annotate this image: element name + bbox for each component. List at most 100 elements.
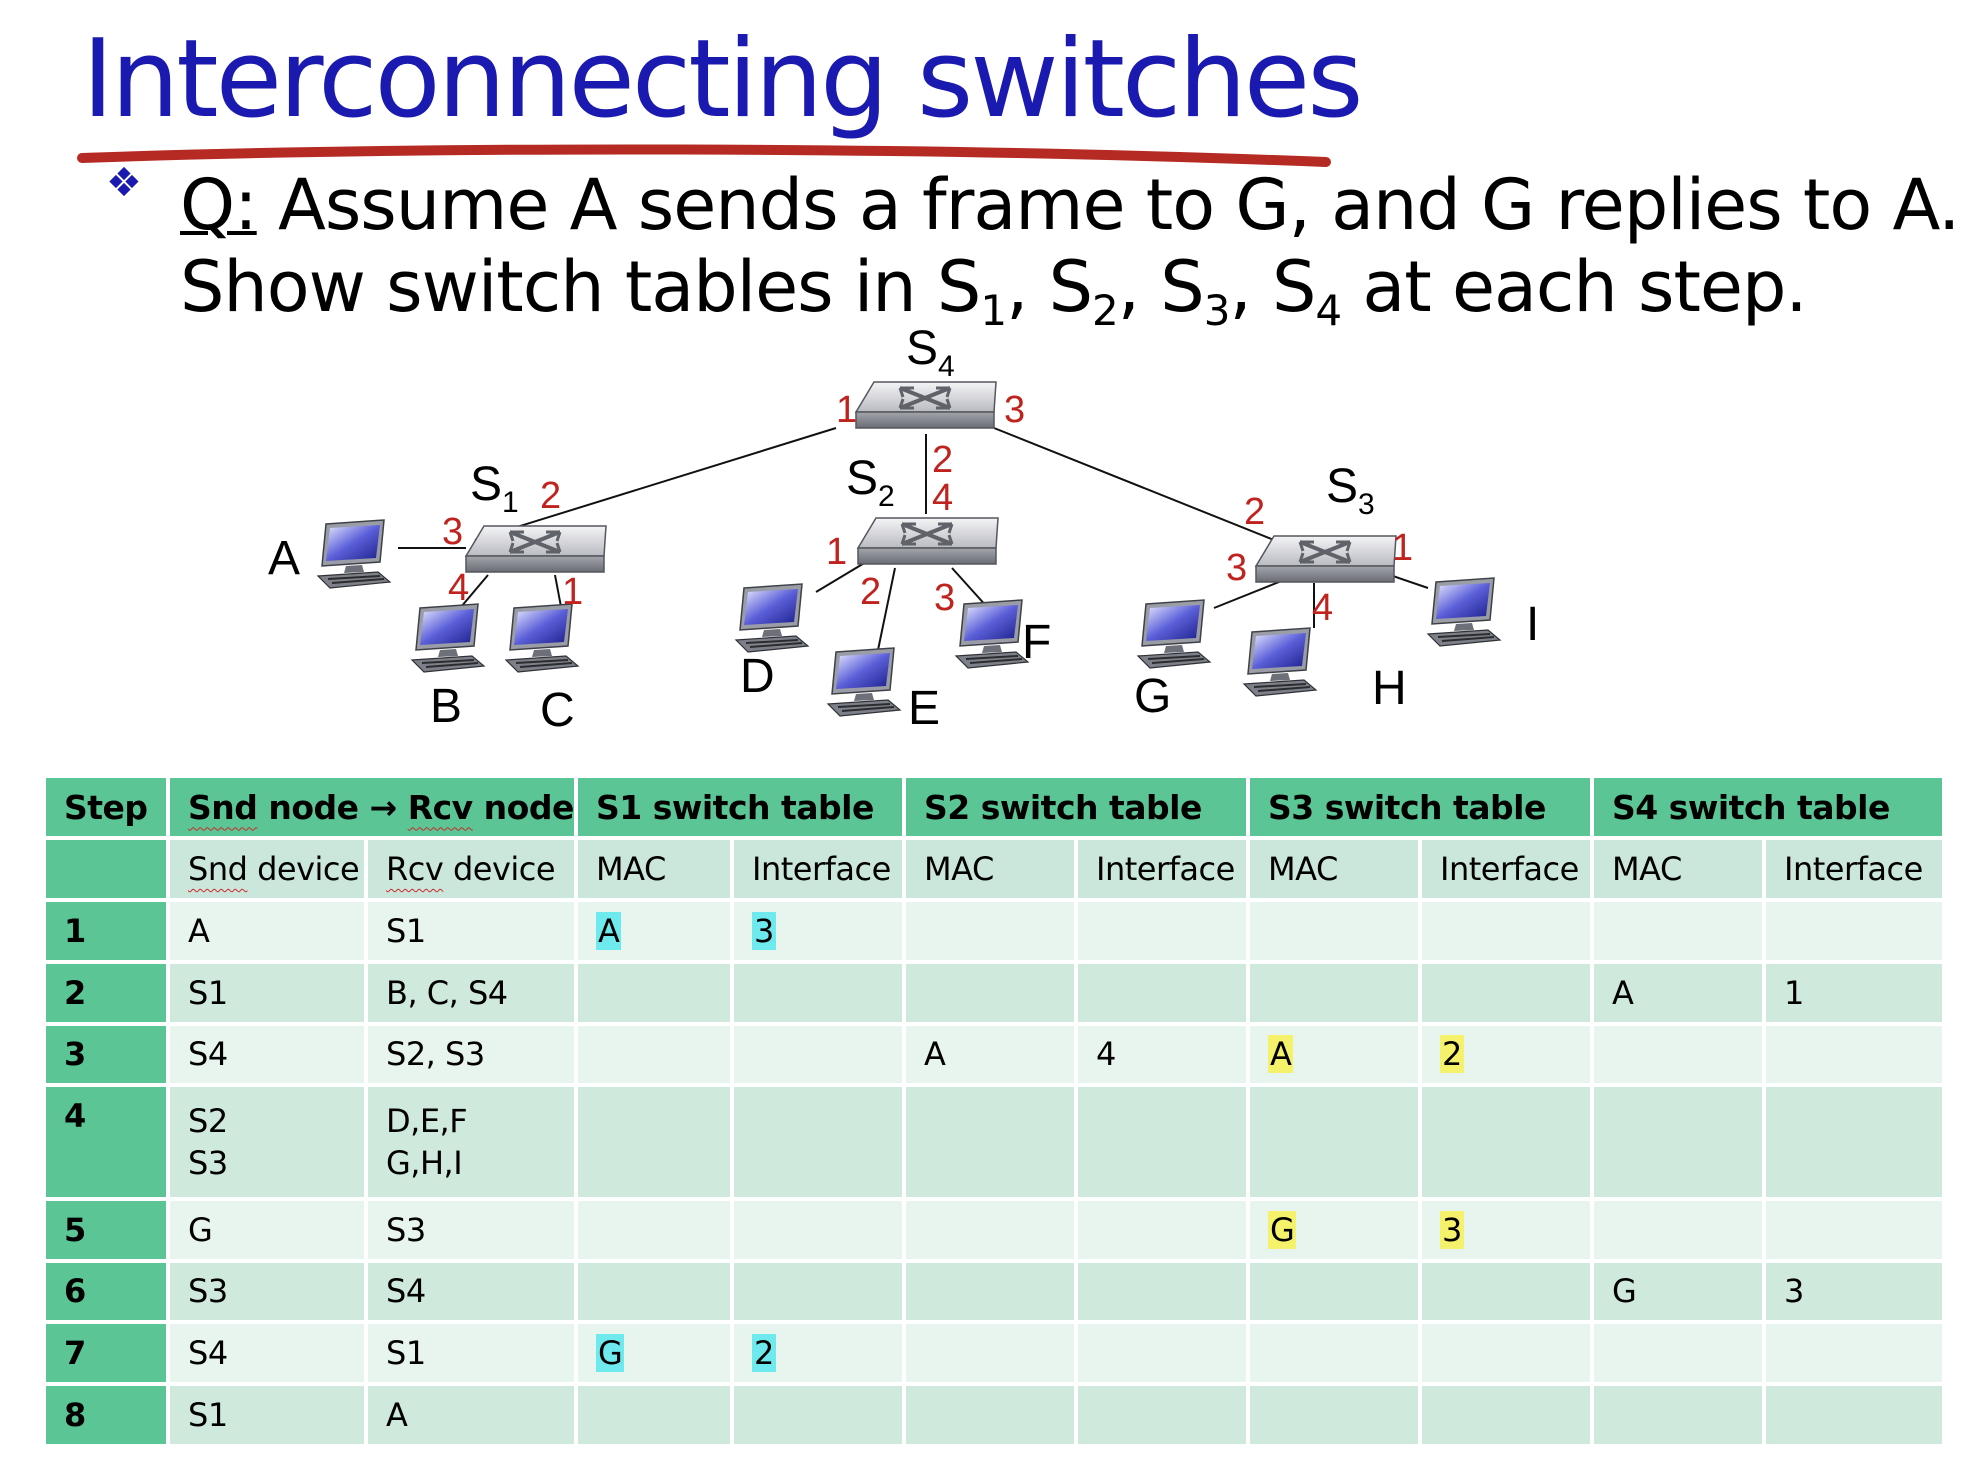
title-underline — [77, 144, 1331, 167]
network-diagram: S4 S1 S2 S3 1 3 2 4 2 3 4 1 1 2 3 2 3 1 … — [268, 322, 1539, 737]
snd-device-cell: S4 — [166, 1320, 368, 1387]
s1-interface-cell — [730, 1083, 907, 1201]
s3-interface-cell — [1418, 1258, 1595, 1325]
s1-mac-highlight: G — [596, 1334, 625, 1373]
host-g-icon — [1137, 599, 1211, 669]
host-i-icon — [1427, 577, 1501, 647]
header-rcv-tail: node — [472, 787, 575, 827]
switch-s1-icon — [464, 524, 608, 574]
question-line-1: Q: Assume A sends a frame to G, and G re… — [180, 164, 1960, 246]
subheader-s4-interface: Interface — [1762, 836, 1947, 902]
s1-interface-cell: 3 — [730, 898, 907, 964]
rcv-device-cell: S1 — [363, 898, 579, 964]
subheader-s4-mac: MAC — [1590, 836, 1767, 902]
subheader-rcv-device: Rcv device — [363, 836, 579, 902]
header-s2-switch-table: S2 switch table — [902, 774, 1251, 840]
s4-mac-cell — [1590, 1196, 1767, 1263]
switch-s2-icon — [856, 516, 1000, 566]
port-s1-2: 2 — [540, 475, 561, 517]
s4-mac-cell — [1590, 1320, 1767, 1387]
s1-mac-cell — [574, 1382, 735, 1448]
host-b-icon — [411, 603, 485, 673]
s1-interface-highlight: 2 — [752, 1334, 776, 1373]
switch-s4-icon — [854, 380, 998, 430]
header-snd-rcv-node: Snd node → Rcv node — [165, 774, 579, 840]
host-b-label: B — [430, 680, 462, 733]
switch-s3-icon — [1254, 534, 1398, 584]
header-rcv-word: Rcv — [407, 787, 473, 827]
s3-mac-highlight: A — [1268, 1035, 1294, 1074]
bullet-icon: ❖ — [106, 161, 142, 205]
snd-device-cell: S1 — [166, 959, 368, 1026]
host-c-icon — [505, 603, 579, 673]
s2-mac-cell — [902, 1382, 1079, 1448]
s3-mac-cell — [1246, 1083, 1423, 1201]
s4-interface-cell — [1762, 898, 1947, 964]
question-text: Q: Assume A sends a frame to G, and G re… — [180, 164, 1960, 332]
subheader-snd-tail: device — [247, 850, 360, 888]
s1-mac-cell — [574, 1196, 735, 1263]
s1-mac-cell — [574, 1083, 735, 1201]
s3-interface-cell — [1418, 959, 1595, 1026]
s4-interface-cell — [1762, 1320, 1947, 1387]
header-gap — [397, 788, 408, 827]
step-number: 7 — [42, 1320, 170, 1387]
arrow-right-icon: → — [369, 787, 398, 827]
step-number: 5 — [42, 1196, 170, 1263]
table-row: 7 S4 S1 G 2 — [42, 1320, 1947, 1387]
s4-mac-cell — [1590, 898, 1767, 964]
s2-mac-cell — [902, 898, 1079, 964]
slide-title: Interconnecting switches — [82, 17, 1363, 142]
s4-mac-cell — [1590, 1382, 1767, 1448]
port-s2-1: 1 — [826, 531, 847, 573]
step-number: 1 — [42, 898, 170, 964]
host-f-label: F — [1022, 616, 1051, 669]
s4-mac-cell: G — [1590, 1258, 1767, 1325]
subheader-snd-device: Snd device — [166, 836, 368, 902]
host-d-icon — [735, 583, 809, 653]
subscript-2: 2 — [1092, 286, 1119, 335]
s2-mac-cell — [902, 1083, 1079, 1201]
separator-1: , S — [1006, 246, 1093, 328]
subheader-s2-mac: MAC — [902, 836, 1079, 902]
rcv-device-cell: S2, S3 — [363, 1021, 579, 1088]
s3-mac-cell: G — [1246, 1196, 1423, 1263]
s3-mac-cell — [1246, 1320, 1423, 1387]
s1-interface-cell — [730, 1382, 907, 1448]
s1-mac-cell — [574, 1258, 735, 1325]
header-s3-switch-table: S3 switch table — [1246, 774, 1595, 840]
host-h-icon — [1243, 627, 1317, 697]
rcv-device-cell: B, C, S4 — [363, 959, 579, 1026]
s4-mac-cell — [1590, 1021, 1767, 1088]
s3-interface-cell — [1418, 1320, 1595, 1387]
subheader-s2-interface: Interface — [1074, 836, 1251, 902]
s1-mac-cell: A — [574, 898, 735, 964]
port-s1-3: 3 — [442, 511, 463, 553]
rcv-device-cell: S4 — [363, 1258, 579, 1325]
s4-interface-cell: 1 — [1762, 959, 1947, 1026]
host-a-label: A — [268, 532, 300, 585]
s4-interface-cell — [1762, 1083, 1947, 1201]
s1-interface-cell — [730, 1196, 907, 1263]
s2-interface-cell — [1074, 959, 1251, 1026]
port-s2-2: 2 — [860, 571, 881, 613]
table-subheader-row: Snd device Rcv device MAC Interface MAC … — [42, 836, 1947, 902]
subscript-4: 4 — [1315, 286, 1342, 335]
s1-interface-highlight: 3 — [752, 911, 776, 950]
step-number: 2 — [42, 959, 170, 1026]
question-line-2-prefix: Show switch tables in S — [180, 246, 981, 328]
switch-s3-label: S3 — [1326, 460, 1375, 521]
s2-interface-cell — [1074, 1196, 1251, 1263]
s2-mac-cell: A — [902, 1021, 1079, 1088]
snd-device-cell: G — [166, 1196, 368, 1263]
s4-mac-cell: A — [1590, 959, 1767, 1026]
s2-mac-cell — [902, 959, 1079, 1026]
subheader-s3-mac: MAC — [1246, 836, 1423, 902]
subheader-snd-word: Snd — [188, 850, 248, 888]
s3-interface-highlight: 2 — [1440, 1035, 1464, 1074]
host-a-icon — [317, 519, 391, 589]
header-snd-word: Snd — [188, 787, 258, 827]
separator-3: , S — [1229, 246, 1316, 328]
subheader-s1-mac: MAC — [574, 836, 735, 902]
port-s3-4: 4 — [1312, 587, 1333, 629]
